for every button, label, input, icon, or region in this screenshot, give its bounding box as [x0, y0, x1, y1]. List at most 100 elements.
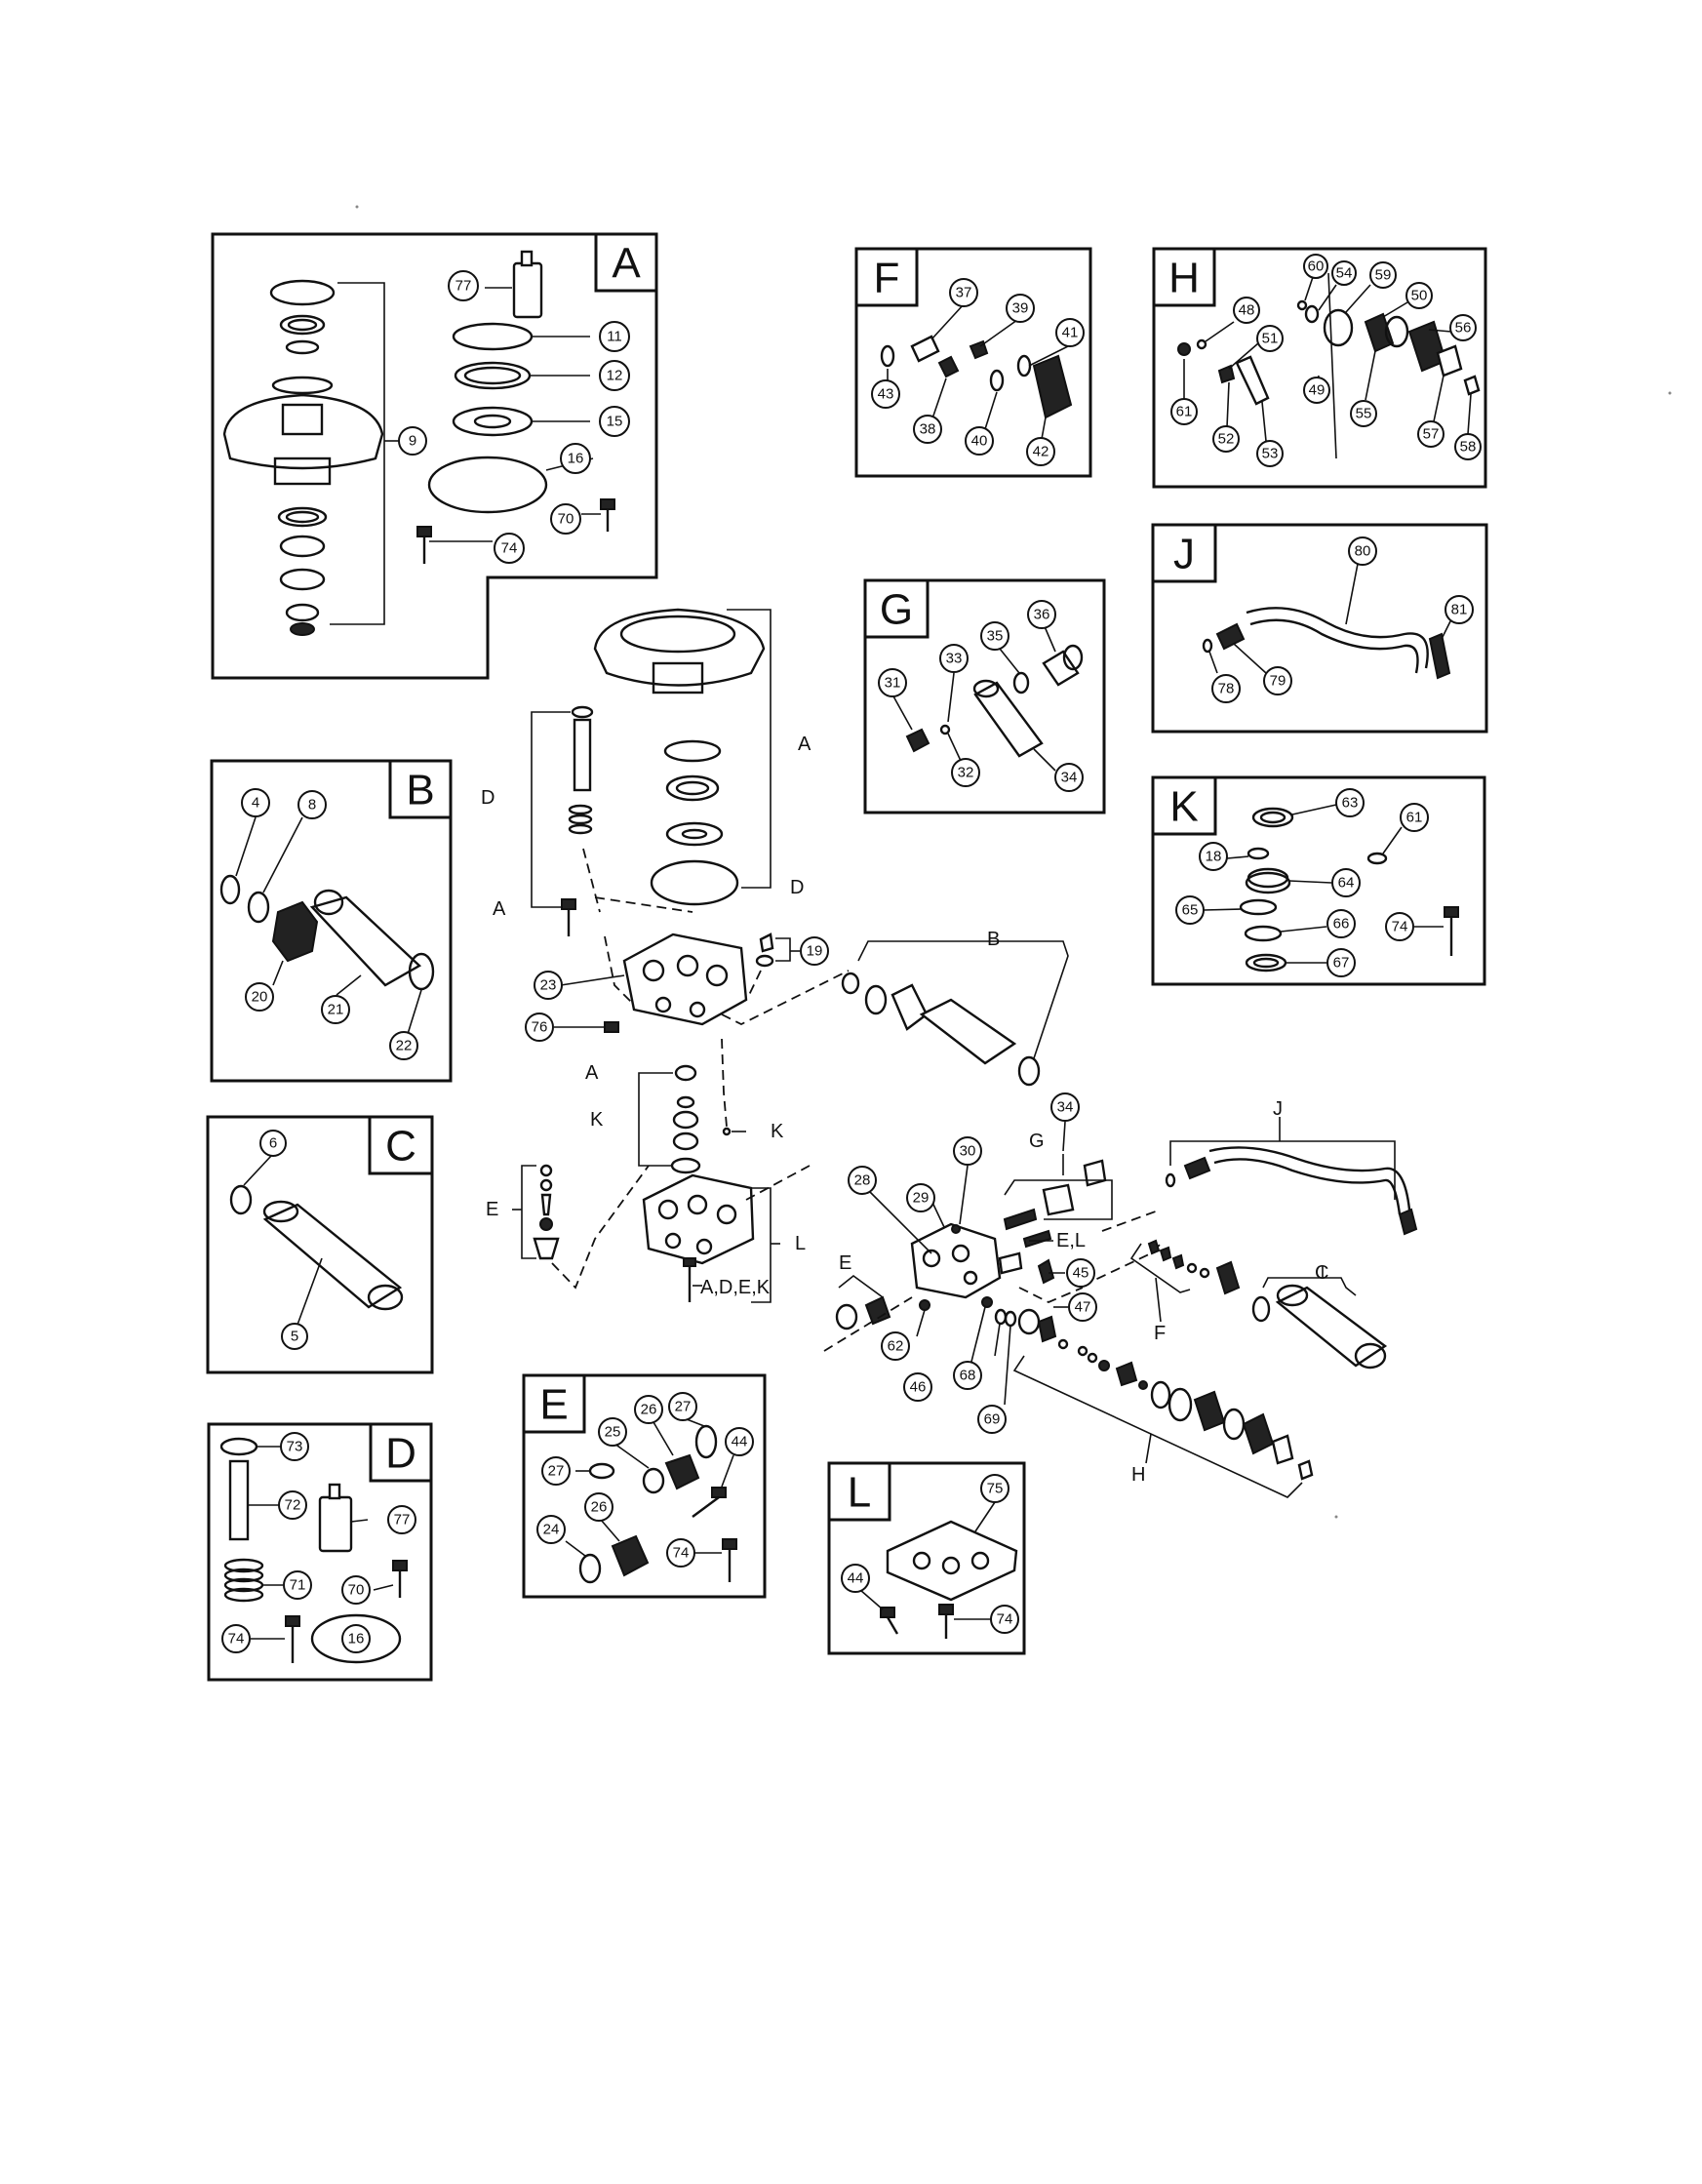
callout-77: 77 — [387, 1505, 416, 1534]
callout-61: 61 — [1170, 398, 1198, 425]
panel-c-tag: C — [385, 1123, 416, 1171]
label-k-left: K — [590, 1109, 604, 1131]
callout-56: 56 — [1449, 314, 1477, 341]
callout-44: 44 — [841, 1564, 870, 1593]
callout-81: 81 — [1445, 595, 1474, 624]
callout-68: 68 — [953, 1361, 982, 1390]
callout-53: 53 — [1256, 440, 1284, 467]
svg-text:70: 70 — [348, 1582, 365, 1599]
callout-63: 63 — [1335, 788, 1365, 817]
svg-text:79: 79 — [1270, 673, 1286, 690]
callout-37: 37 — [949, 278, 978, 307]
svg-text:23: 23 — [540, 977, 557, 994]
callout-23: 23 — [534, 971, 563, 1000]
bolt — [416, 526, 432, 564]
svg-text:56: 56 — [1455, 320, 1472, 337]
callout-6: 6 — [259, 1130, 287, 1157]
svg-text:74: 74 — [997, 1611, 1013, 1628]
callout-74: 74 — [494, 533, 525, 564]
callout-36: 36 — [1027, 600, 1056, 629]
svg-text:49: 49 — [1309, 382, 1326, 399]
callout-12: 12 — [599, 360, 630, 391]
callout-29: 29 — [906, 1183, 935, 1212]
callout-27: 27 — [668, 1392, 697, 1421]
panel-k-tag: K — [1169, 783, 1198, 831]
callout-70: 70 — [341, 1575, 371, 1605]
panel-h-tag: H — [1168, 255, 1200, 302]
label-e-right: E — [839, 1252, 851, 1274]
svg-text:81: 81 — [1451, 602, 1468, 618]
svg-text:63: 63 — [1342, 795, 1359, 812]
callout-31: 31 — [878, 668, 907, 697]
callout-11: 11 — [599, 321, 630, 352]
callout-38: 38 — [913, 415, 942, 444]
callout-74: 74 — [990, 1605, 1019, 1634]
label-g: G — [1029, 1131, 1045, 1152]
svg-text:36: 36 — [1034, 607, 1050, 623]
callout-35: 35 — [980, 621, 1009, 651]
callout-60: 60 — [1303, 254, 1328, 279]
svg-text:64: 64 — [1338, 875, 1355, 892]
panel-d: D 73 72 77 71 70 74 16 — [207, 1422, 433, 1682]
label-a-top: A — [798, 734, 811, 755]
svg-text:69: 69 — [984, 1411, 1001, 1428]
svg-text:26: 26 — [641, 1402, 657, 1418]
callout-26: 26 — [634, 1395, 663, 1424]
svg-text:50: 50 — [1411, 288, 1428, 304]
callout-21: 21 — [321, 995, 350, 1024]
callout-61: 61 — [1400, 803, 1429, 832]
bracket-labels: A D D A B A K K E L A,D,E,K G E,L J E C … — [481, 734, 1328, 1486]
callout-27: 27 — [541, 1456, 571, 1486]
label-j: J — [1273, 1098, 1283, 1120]
svg-text:70: 70 — [558, 511, 574, 528]
callout-80: 80 — [1348, 536, 1377, 566]
callout-43: 43 — [871, 379, 900, 409]
svg-text:15: 15 — [607, 414, 623, 430]
callout-34: 34 — [1050, 1092, 1080, 1122]
svg-text:75: 75 — [987, 1481, 1004, 1497]
svg-text:68: 68 — [960, 1368, 976, 1384]
label-h: H — [1131, 1464, 1145, 1486]
svg-text:45: 45 — [1073, 1265, 1089, 1282]
label-b: B — [987, 929, 1000, 950]
svg-text:31: 31 — [885, 675, 901, 692]
callout-54: 54 — [1331, 260, 1357, 286]
callout-48: 48 — [1233, 297, 1260, 324]
svg-text:24: 24 — [543, 1522, 560, 1538]
callout-42: 42 — [1026, 437, 1055, 466]
callout-22: 22 — [389, 1031, 418, 1060]
svg-text:35: 35 — [987, 628, 1004, 645]
bolt — [600, 498, 615, 532]
label-a-bolt: A — [493, 898, 506, 920]
svg-text:18: 18 — [1206, 849, 1222, 865]
callout-24: 24 — [536, 1515, 566, 1544]
svg-text:34: 34 — [1057, 1099, 1074, 1116]
callout-78: 78 — [1211, 674, 1241, 703]
svg-text:54: 54 — [1336, 265, 1353, 282]
panel-j: J 80 81 78 79 — [1151, 523, 1488, 734]
svg-text:74: 74 — [501, 540, 518, 557]
callout-70: 70 — [550, 503, 581, 535]
svg-text:80: 80 — [1355, 543, 1371, 560]
oil-bottle — [512, 250, 543, 319]
label-d-bottom: D — [790, 877, 804, 898]
panel-h: H 60 54 59 48 51 50 56 61 49 — [1152, 247, 1487, 489]
svg-text:28: 28 — [854, 1172, 871, 1189]
svg-text:74: 74 — [673, 1545, 690, 1562]
svg-text:29: 29 — [913, 1190, 930, 1207]
callout-75: 75 — [980, 1474, 1009, 1503]
panel-j-tag: J — [1173, 531, 1195, 578]
callout-64: 64 — [1331, 868, 1361, 897]
svg-text:41: 41 — [1062, 325, 1079, 341]
svg-text:32: 32 — [958, 765, 974, 781]
callout-50: 50 — [1405, 282, 1433, 309]
svg-text:61: 61 — [1406, 810, 1423, 826]
panel-l-tag: L — [848, 1469, 871, 1517]
callout-72: 72 — [278, 1490, 307, 1520]
svg-text:9: 9 — [409, 433, 416, 450]
svg-text:19: 19 — [807, 943, 823, 960]
callout-79: 79 — [1263, 666, 1292, 695]
panel-d-tag: D — [385, 1430, 416, 1478]
label-d-left: D — [481, 787, 495, 809]
